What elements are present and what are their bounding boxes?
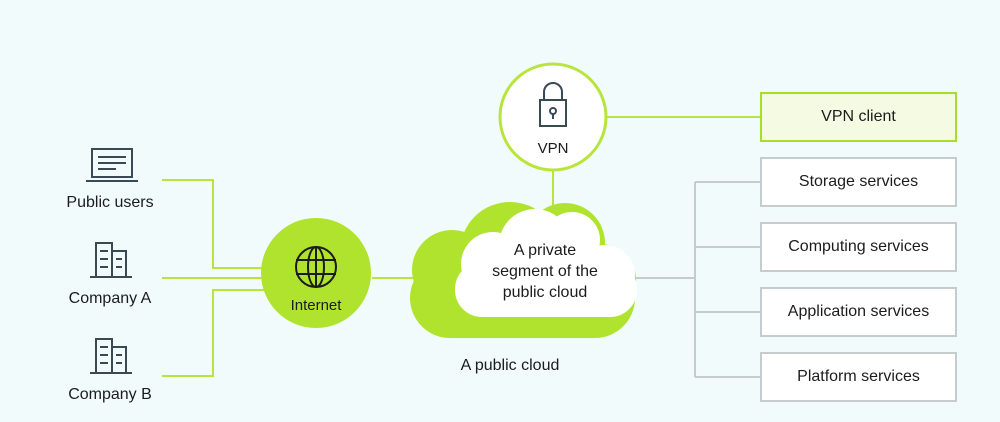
private-segment-line: public cloud xyxy=(502,284,588,301)
company-b-label: Company B xyxy=(68,386,152,403)
public-cloud-label: A public cloud xyxy=(460,357,560,374)
vpn-client-box: VPN client xyxy=(760,92,957,142)
private-segment-line: segment of the xyxy=(492,263,598,280)
user-connectors xyxy=(162,179,270,377)
storage-services-box: Storage services xyxy=(760,157,957,207)
company-b-connector xyxy=(162,289,270,377)
public-users-label: Public users xyxy=(66,194,154,211)
public-users-connector xyxy=(162,179,270,269)
platform-services-box: Platform services xyxy=(760,352,957,402)
laptop-icon xyxy=(86,148,138,182)
vpn-label: VPN xyxy=(537,140,569,157)
application-services-box: Application services xyxy=(760,287,957,337)
globe-icon xyxy=(295,246,337,288)
private-cloud-shape xyxy=(455,209,637,317)
private-segment-label: A private segment of the public cloud xyxy=(470,240,620,303)
company-a-label: Company A xyxy=(68,290,152,307)
service-connectors xyxy=(636,181,760,378)
internet-label: Internet xyxy=(290,297,342,314)
building-icon xyxy=(90,242,132,278)
private-segment-line: A private xyxy=(513,242,577,259)
building-icon xyxy=(90,338,132,374)
lock-icon xyxy=(539,82,567,127)
computing-services-box: Computing services xyxy=(760,222,957,272)
